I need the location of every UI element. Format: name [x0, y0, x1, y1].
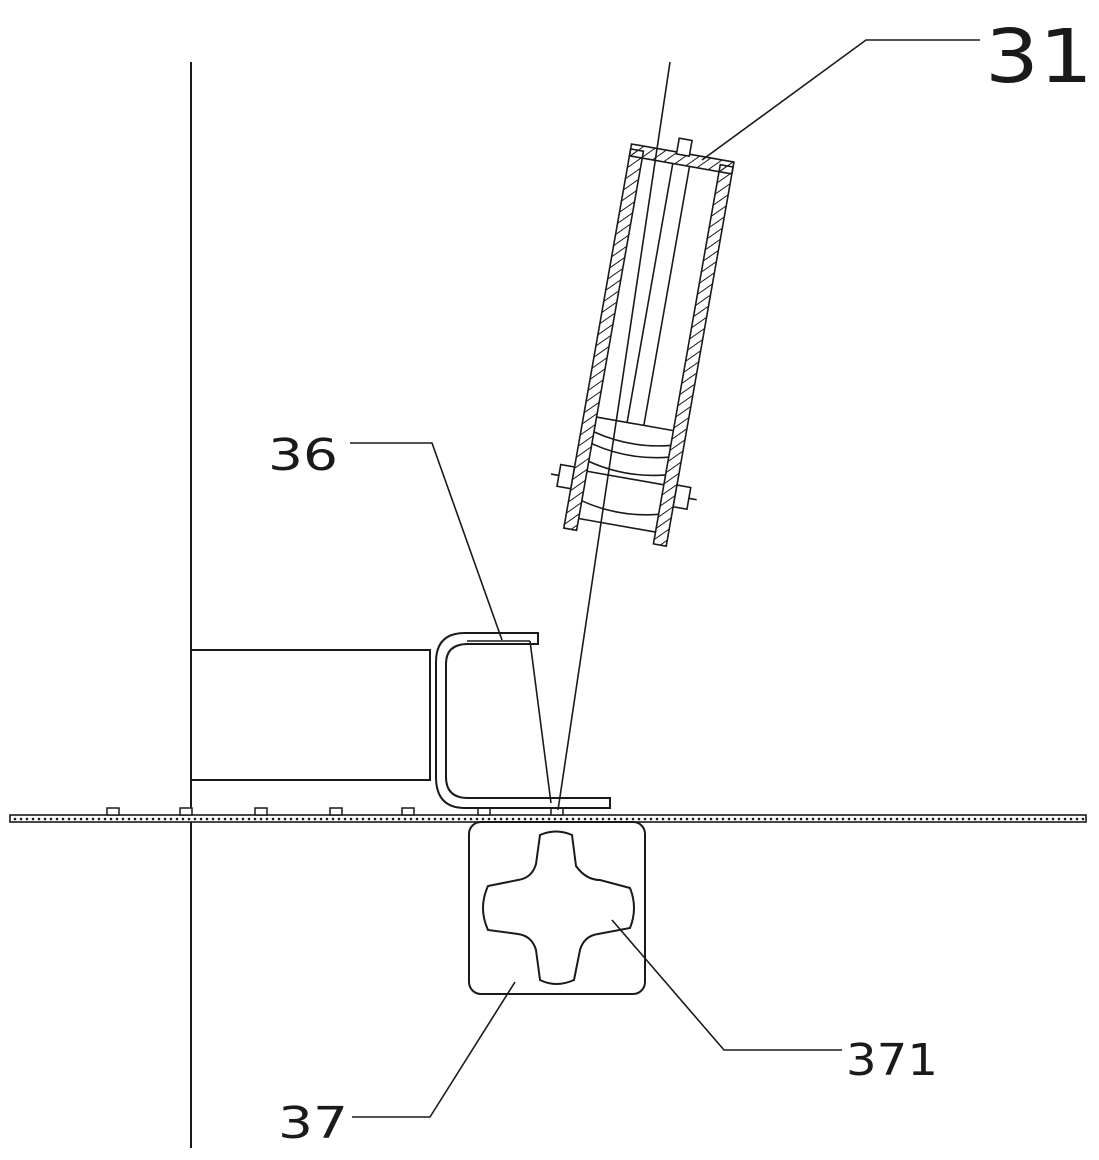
conveyor-rail: [9, 807, 1087, 823]
support-arm: [190, 649, 431, 781]
cylinder-31: [550, 137, 735, 548]
label-31: 31: [985, 14, 1093, 100]
leader-lines: [350, 39, 980, 1118]
label-36: 36: [268, 430, 338, 481]
block-37: [468, 821, 646, 995]
cross-hole-371: [482, 830, 635, 985]
beam-lines: [529, 61, 671, 811]
label-371: 371: [846, 1035, 938, 1086]
label-37: 37: [278, 1098, 348, 1149]
bracket-36: [435, 632, 611, 809]
